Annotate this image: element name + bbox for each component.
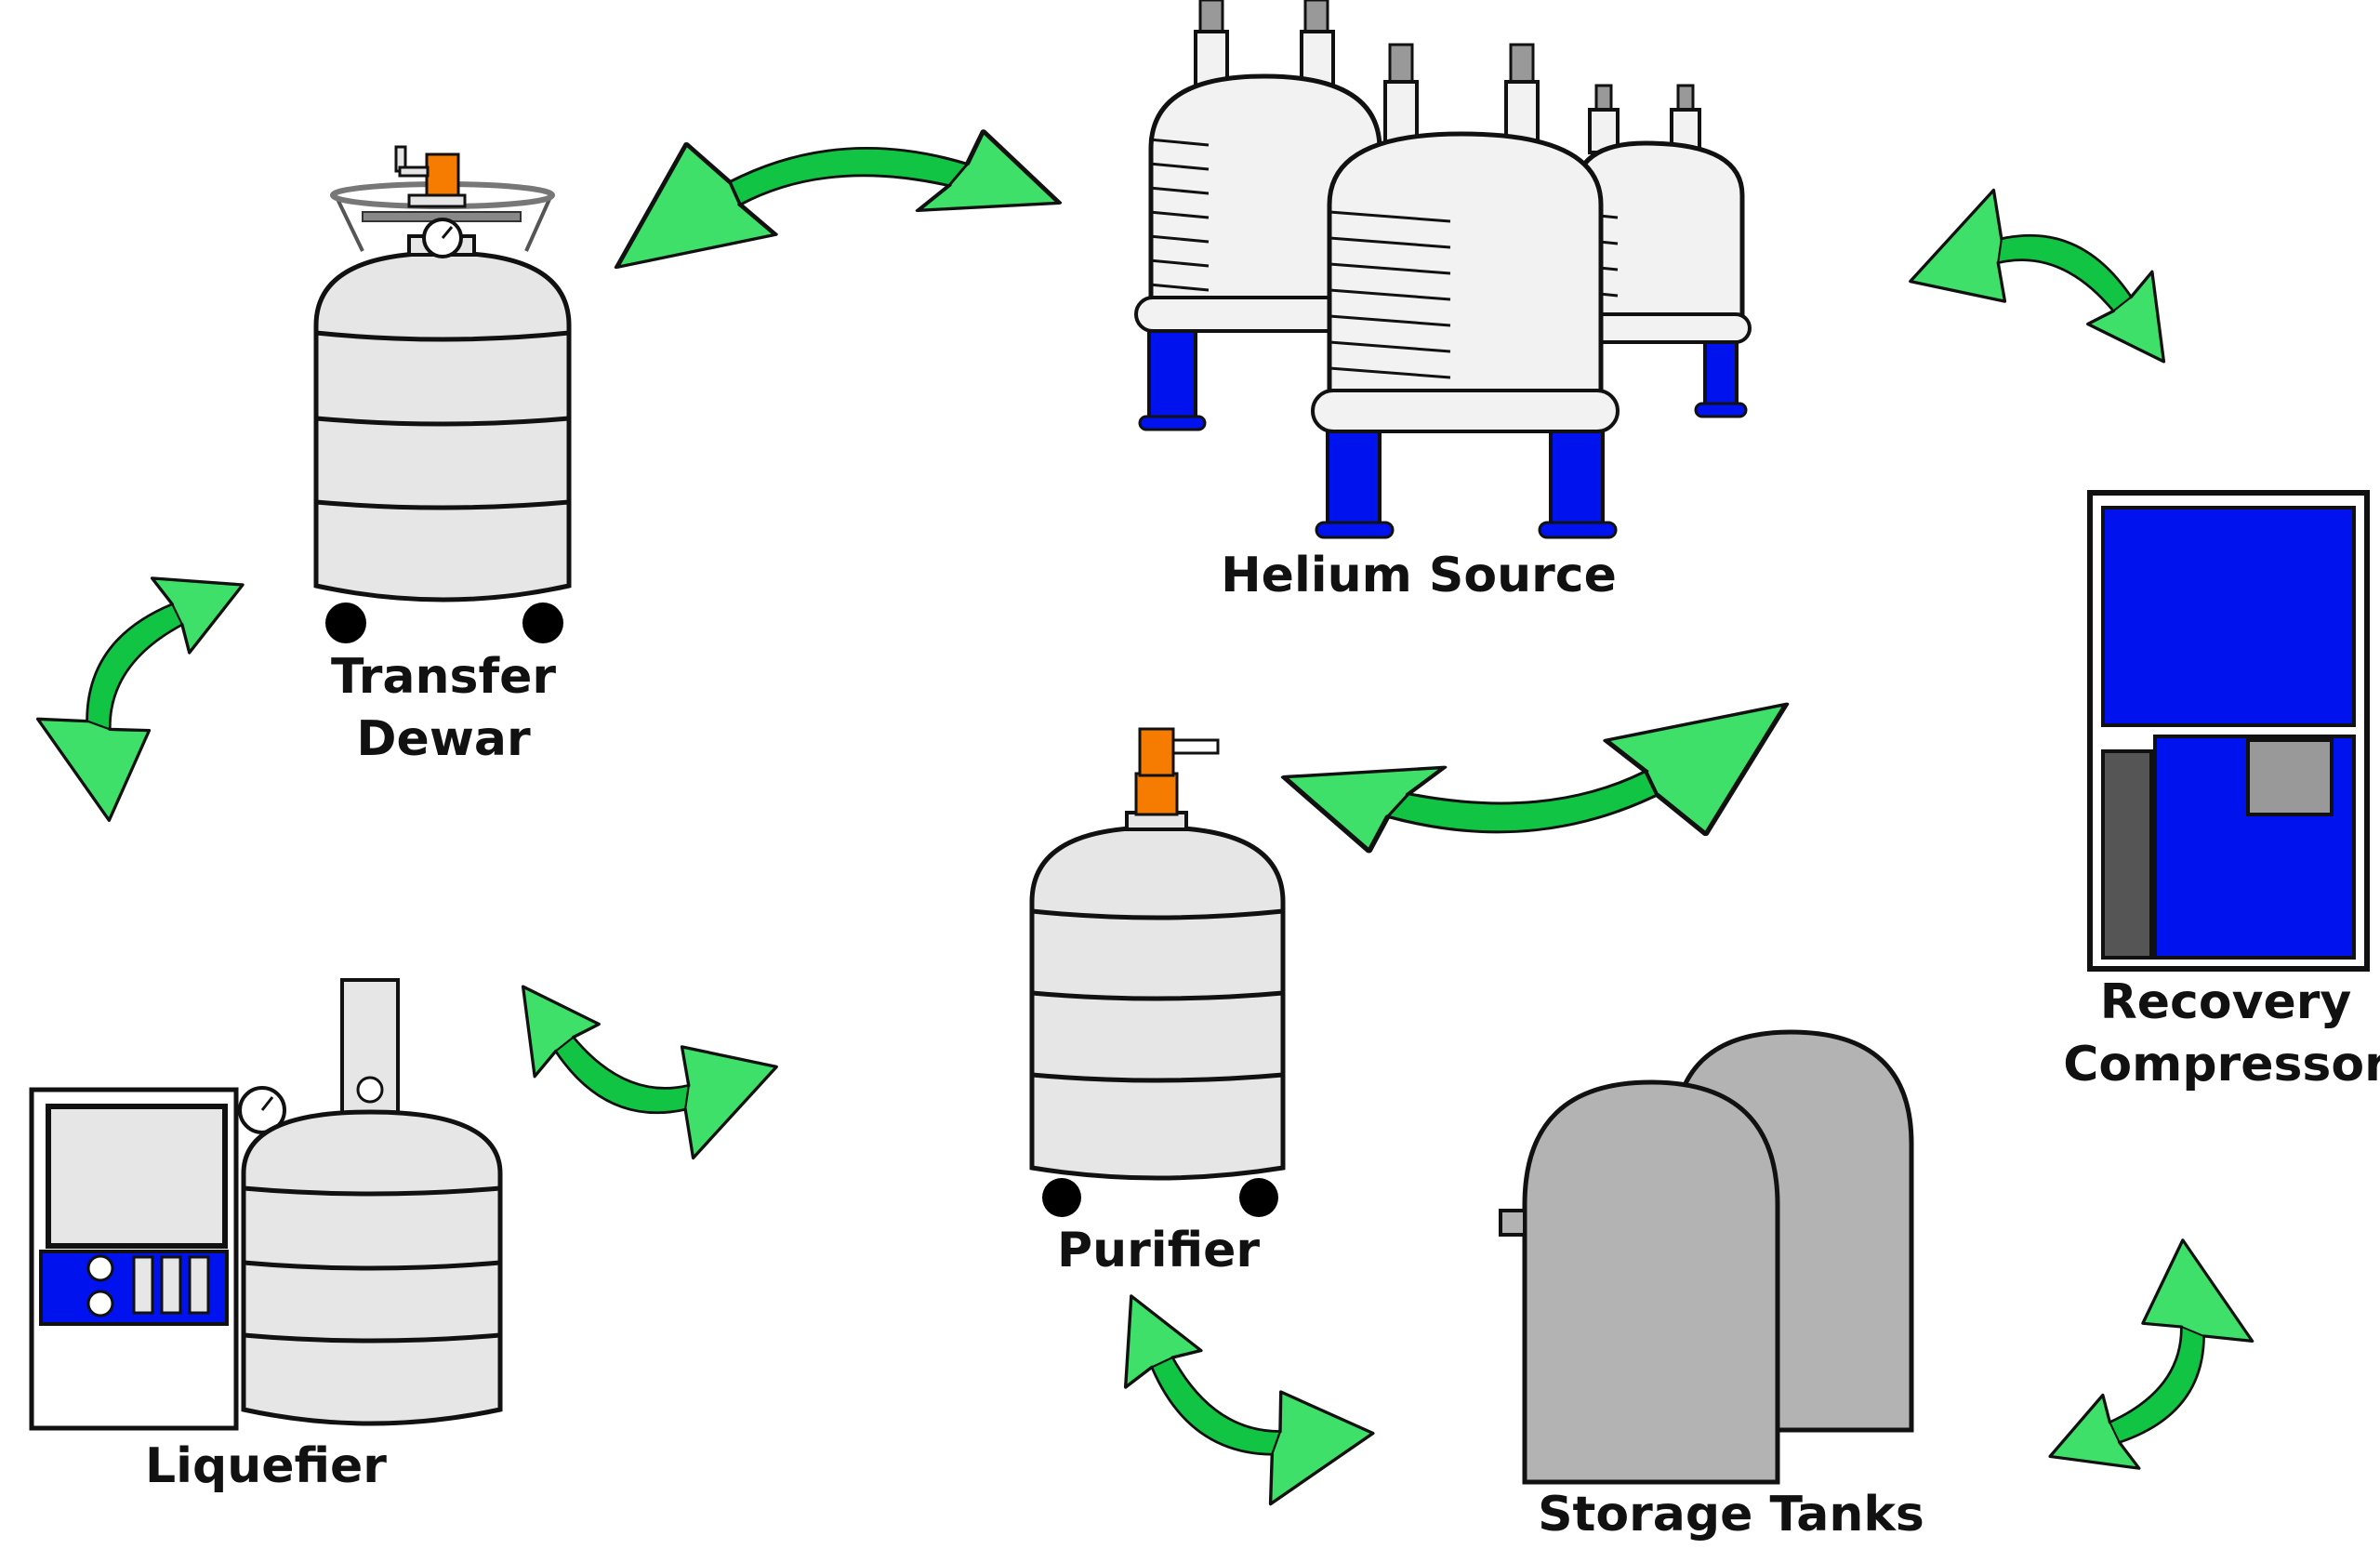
arrow-compressor-to-tanks: [2046, 1238, 2281, 1517]
purifier-label: Purifier: [1056, 1223, 1261, 1278]
storage-tanks-label: Storage Tanks: [1538, 1487, 1924, 1542]
liquefier-icon: [29, 978, 503, 1431]
liquefier-label: Liquefier: [145, 1438, 387, 1494]
recovery-compressor-label: Recovery Compressor: [2063, 972, 2380, 1095]
helium-source-label: Helium Source: [1221, 548, 1617, 603]
storage-tanks-icon: [1499, 1029, 1914, 1485]
transfer-dewar-label: Transfer Dewar: [331, 646, 556, 770]
arrow-tanks-to-purifier: [1074, 1292, 1375, 1533]
transfer-dewar-label-line1: Transfer: [331, 649, 556, 705]
transfer-dewar-label-line2: Dewar: [356, 710, 531, 767]
purifier-icon: [1029, 727, 1286, 1217]
recovery-compressor-label-line1: Recovery: [2099, 974, 2352, 1030]
arrow-source-to-compressor: [1909, 172, 2200, 365]
arrow-compressor-to-purifier: [1284, 704, 1803, 891]
arrow-dewar-to-source: [602, 94, 1060, 268]
helium-source-icon: [1134, 0, 1752, 539]
arrow-liquefier-to-dewar: [9, 527, 246, 822]
transfer-dewar-icon: [313, 145, 572, 643]
recovery-compressor-icon: [2087, 490, 2370, 972]
arrow-purifier-to-liquefier: [487, 983, 778, 1176]
recovery-compressor-label-line2: Compressor: [2063, 1036, 2380, 1092]
